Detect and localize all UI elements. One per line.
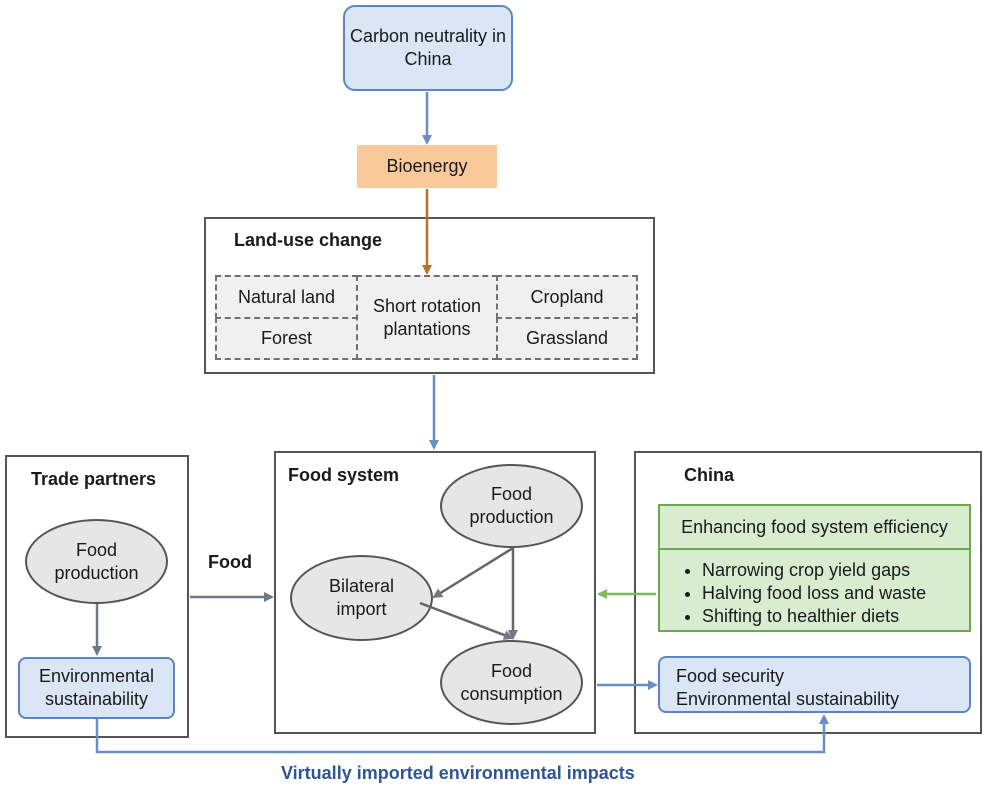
measure-item: Halving food loss and waste bbox=[702, 582, 969, 605]
virtually-imported-label: Virtually imported environmental impacts bbox=[281, 763, 635, 783]
grassland-label: Grassland bbox=[525, 328, 609, 348]
food-flow-label: Food bbox=[208, 552, 252, 572]
china-env-sustainability-label: Environmental sustainability bbox=[676, 689, 900, 709]
trade-partners-title: Trade partners bbox=[31, 469, 157, 489]
arrow-production-to-import bbox=[432, 546, 514, 599]
china-outcome-box: Food security Environmental sustainabili… bbox=[658, 656, 971, 713]
food-consumption-node: Food consumption bbox=[440, 640, 583, 725]
bioenergy-box: Bioenergy bbox=[357, 145, 497, 188]
trade-env-sustainability-label: Environmental sustainability bbox=[38, 666, 155, 709]
measure-item: Narrowing crop yield gaps bbox=[702, 559, 969, 582]
land-use-change-title: Land-use change bbox=[234, 230, 383, 250]
fs-food-production-label: Food production bbox=[469, 484, 554, 527]
carbon-neutrality-label: Carbon neutrality in China bbox=[349, 26, 507, 69]
bilateral-import-node: Bilateral import bbox=[290, 555, 433, 641]
efficiency-title: Enhancing food system efficiency bbox=[681, 516, 948, 537]
carbon-neutrality-box: Carbon neutrality in China bbox=[343, 5, 513, 91]
measures-list: Narrowing crop yield gaps Halving food l… bbox=[660, 559, 969, 628]
forest-label: Forest bbox=[260, 328, 312, 348]
food-consumption-label: Food consumption bbox=[460, 660, 563, 704]
fs-food-production-node: Food production bbox=[440, 464, 583, 548]
arrow-virtual-impacts bbox=[95, 714, 829, 754]
short-rotation-label: Short rotation plantations bbox=[372, 295, 482, 339]
food-system-title: Food system bbox=[288, 465, 400, 485]
cropland-label: Cropland bbox=[530, 286, 604, 307]
measure-item: Shifting to healthier diets bbox=[702, 605, 969, 628]
trade-food-production-label: Food production bbox=[54, 539, 139, 583]
trade-food-production-node: Food production bbox=[25, 519, 168, 604]
bioenergy-label: Bioenergy bbox=[386, 156, 468, 176]
short-rotation-cell: Short rotation plantations bbox=[356, 275, 498, 360]
grassland-cell: Grassland bbox=[496, 317, 638, 360]
arrow-import-to-consumption bbox=[419, 601, 514, 640]
china-title: China bbox=[684, 465, 735, 485]
cropland-cell: Cropland bbox=[496, 275, 638, 319]
efficiency-measures: Narrowing crop yield gaps Halving food l… bbox=[658, 548, 971, 632]
food-security-label: Food security bbox=[676, 666, 785, 686]
trade-env-sustainability-box: Environmental sustainability bbox=[18, 657, 175, 719]
bilateral-import-label: Bilateral import bbox=[328, 576, 395, 619]
forest-cell: Forest bbox=[215, 317, 358, 360]
natural-land-label: Natural land bbox=[237, 286, 336, 307]
